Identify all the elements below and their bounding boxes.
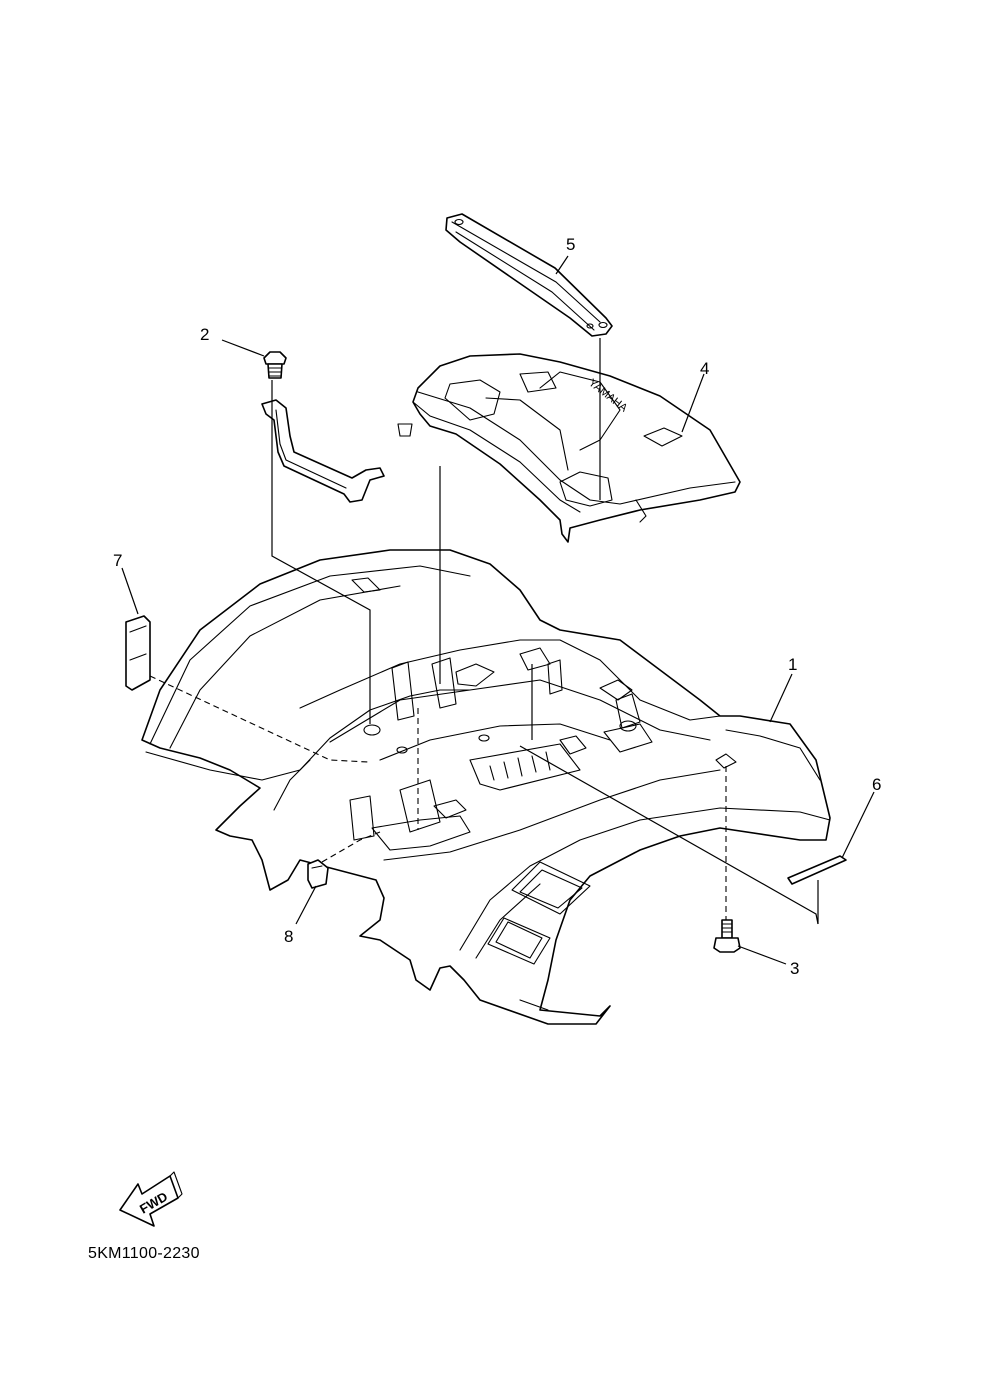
part-7-reflector [125,615,151,691]
callout-6: 6 [872,775,881,794]
callout-7: 7 [113,551,122,570]
callout-labels: 1 2 3 4 5 6 7 8 [113,235,881,978]
callout-5: 5 [566,235,575,254]
callout-leaders [121,255,875,965]
part-5-strap [445,213,613,337]
assembly-lines [149,338,819,925]
part-1-fender [141,549,831,1025]
part-6-strip [787,855,847,885]
diagram-code: 5KM1100-2230 [88,1245,200,1262]
bracket [261,399,385,503]
callout-1: 1 [788,655,797,674]
callout-4: 4 [700,359,709,378]
part-4-cover: YAMAHA [397,353,741,543]
callout-3: 3 [790,959,799,978]
fwd-arrow: FWD [119,1171,183,1227]
callout-2: 2 [200,325,209,344]
callout-8: 8 [284,927,293,946]
part-2-bolt [263,351,287,379]
part-3-bolt [713,919,741,953]
part-8-clip [307,859,329,889]
